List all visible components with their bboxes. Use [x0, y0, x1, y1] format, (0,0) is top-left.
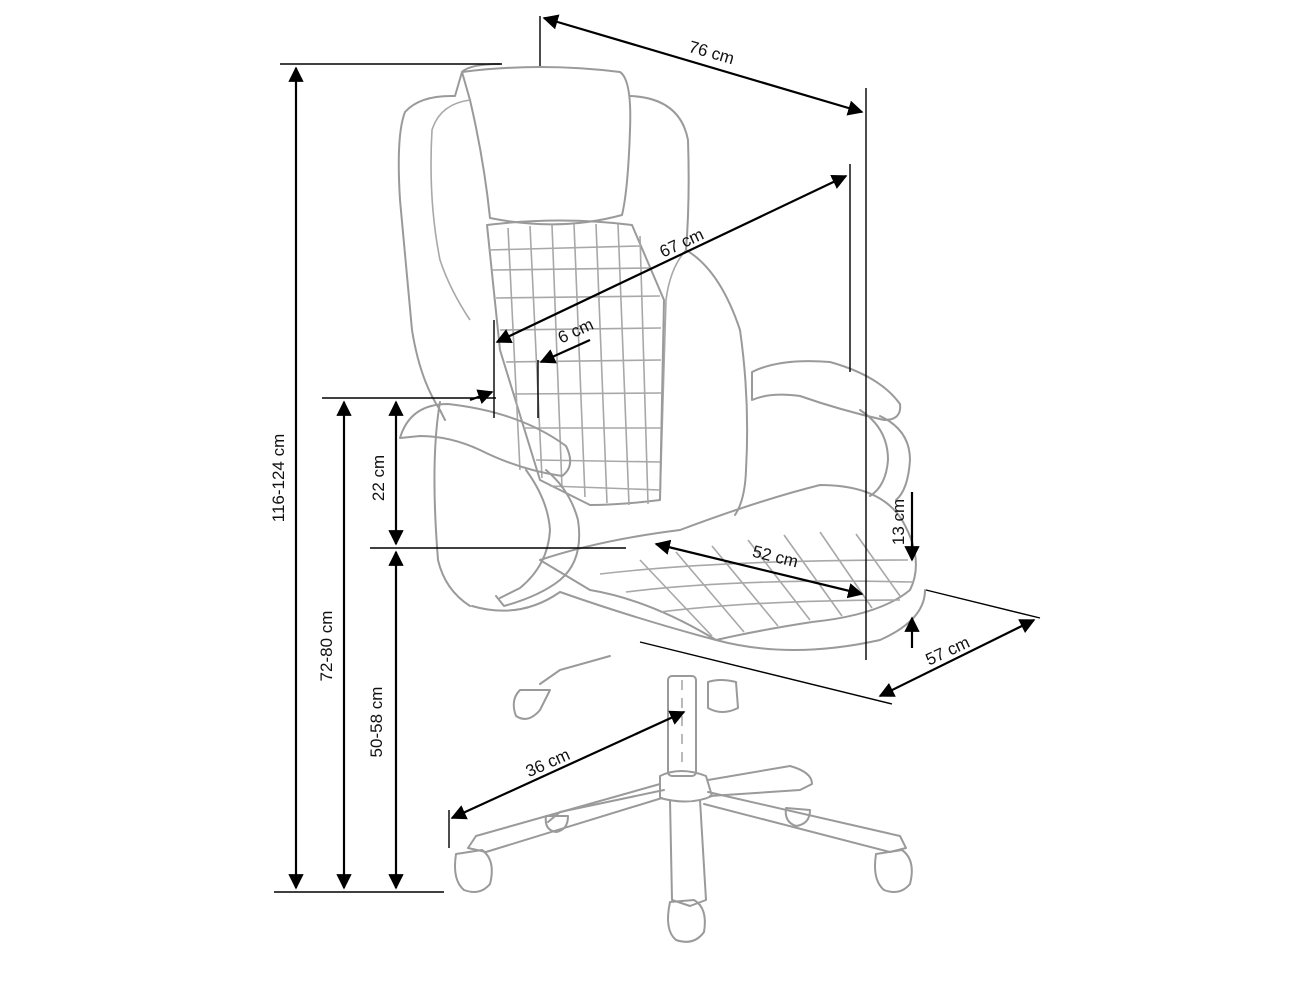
- overall-width-label: 76 cm: [687, 37, 737, 68]
- seat-depth-label: 57 cm: [923, 633, 973, 670]
- extension-lines: [274, 16, 1041, 893]
- base-radius-arrow: [450, 710, 686, 820]
- left-armrest: [399, 403, 572, 477]
- armrest-width-arrow-left: [469, 389, 494, 404]
- seat-thickness-label: 13 cm: [889, 499, 908, 545]
- seat-depth-arrow: [878, 619, 1036, 697]
- dimension-arrows: [288, 14, 1036, 890]
- total-height-label: 116-124 cm: [269, 434, 288, 523]
- overall-width-arrow: [542, 14, 864, 116]
- armrest-height-label: 72-80 cm: [317, 611, 336, 682]
- headrest: [461, 66, 632, 226]
- base-radius-label: 36 cm: [523, 745, 573, 781]
- dimension-labels: 116-124 cm 72-80 cm 22 cm 50-58 cm 76 cm…: [269, 37, 973, 781]
- backrest-quilting: [488, 223, 662, 506]
- star-base: [467, 765, 907, 907]
- right-armrest: [751, 360, 902, 421]
- armrest-width-arrow-right: [539, 338, 591, 364]
- inner-width-arrow: [495, 174, 848, 344]
- seat-width-arrow: [654, 539, 864, 599]
- seat-height-label: 50-58 cm: [367, 687, 386, 758]
- armrest-above-seat-label: 22 cm: [369, 455, 388, 501]
- chair-drawing: [397, 63, 926, 943]
- armrest-width-label: 6 cm: [555, 315, 596, 348]
- casters: [454, 807, 913, 943]
